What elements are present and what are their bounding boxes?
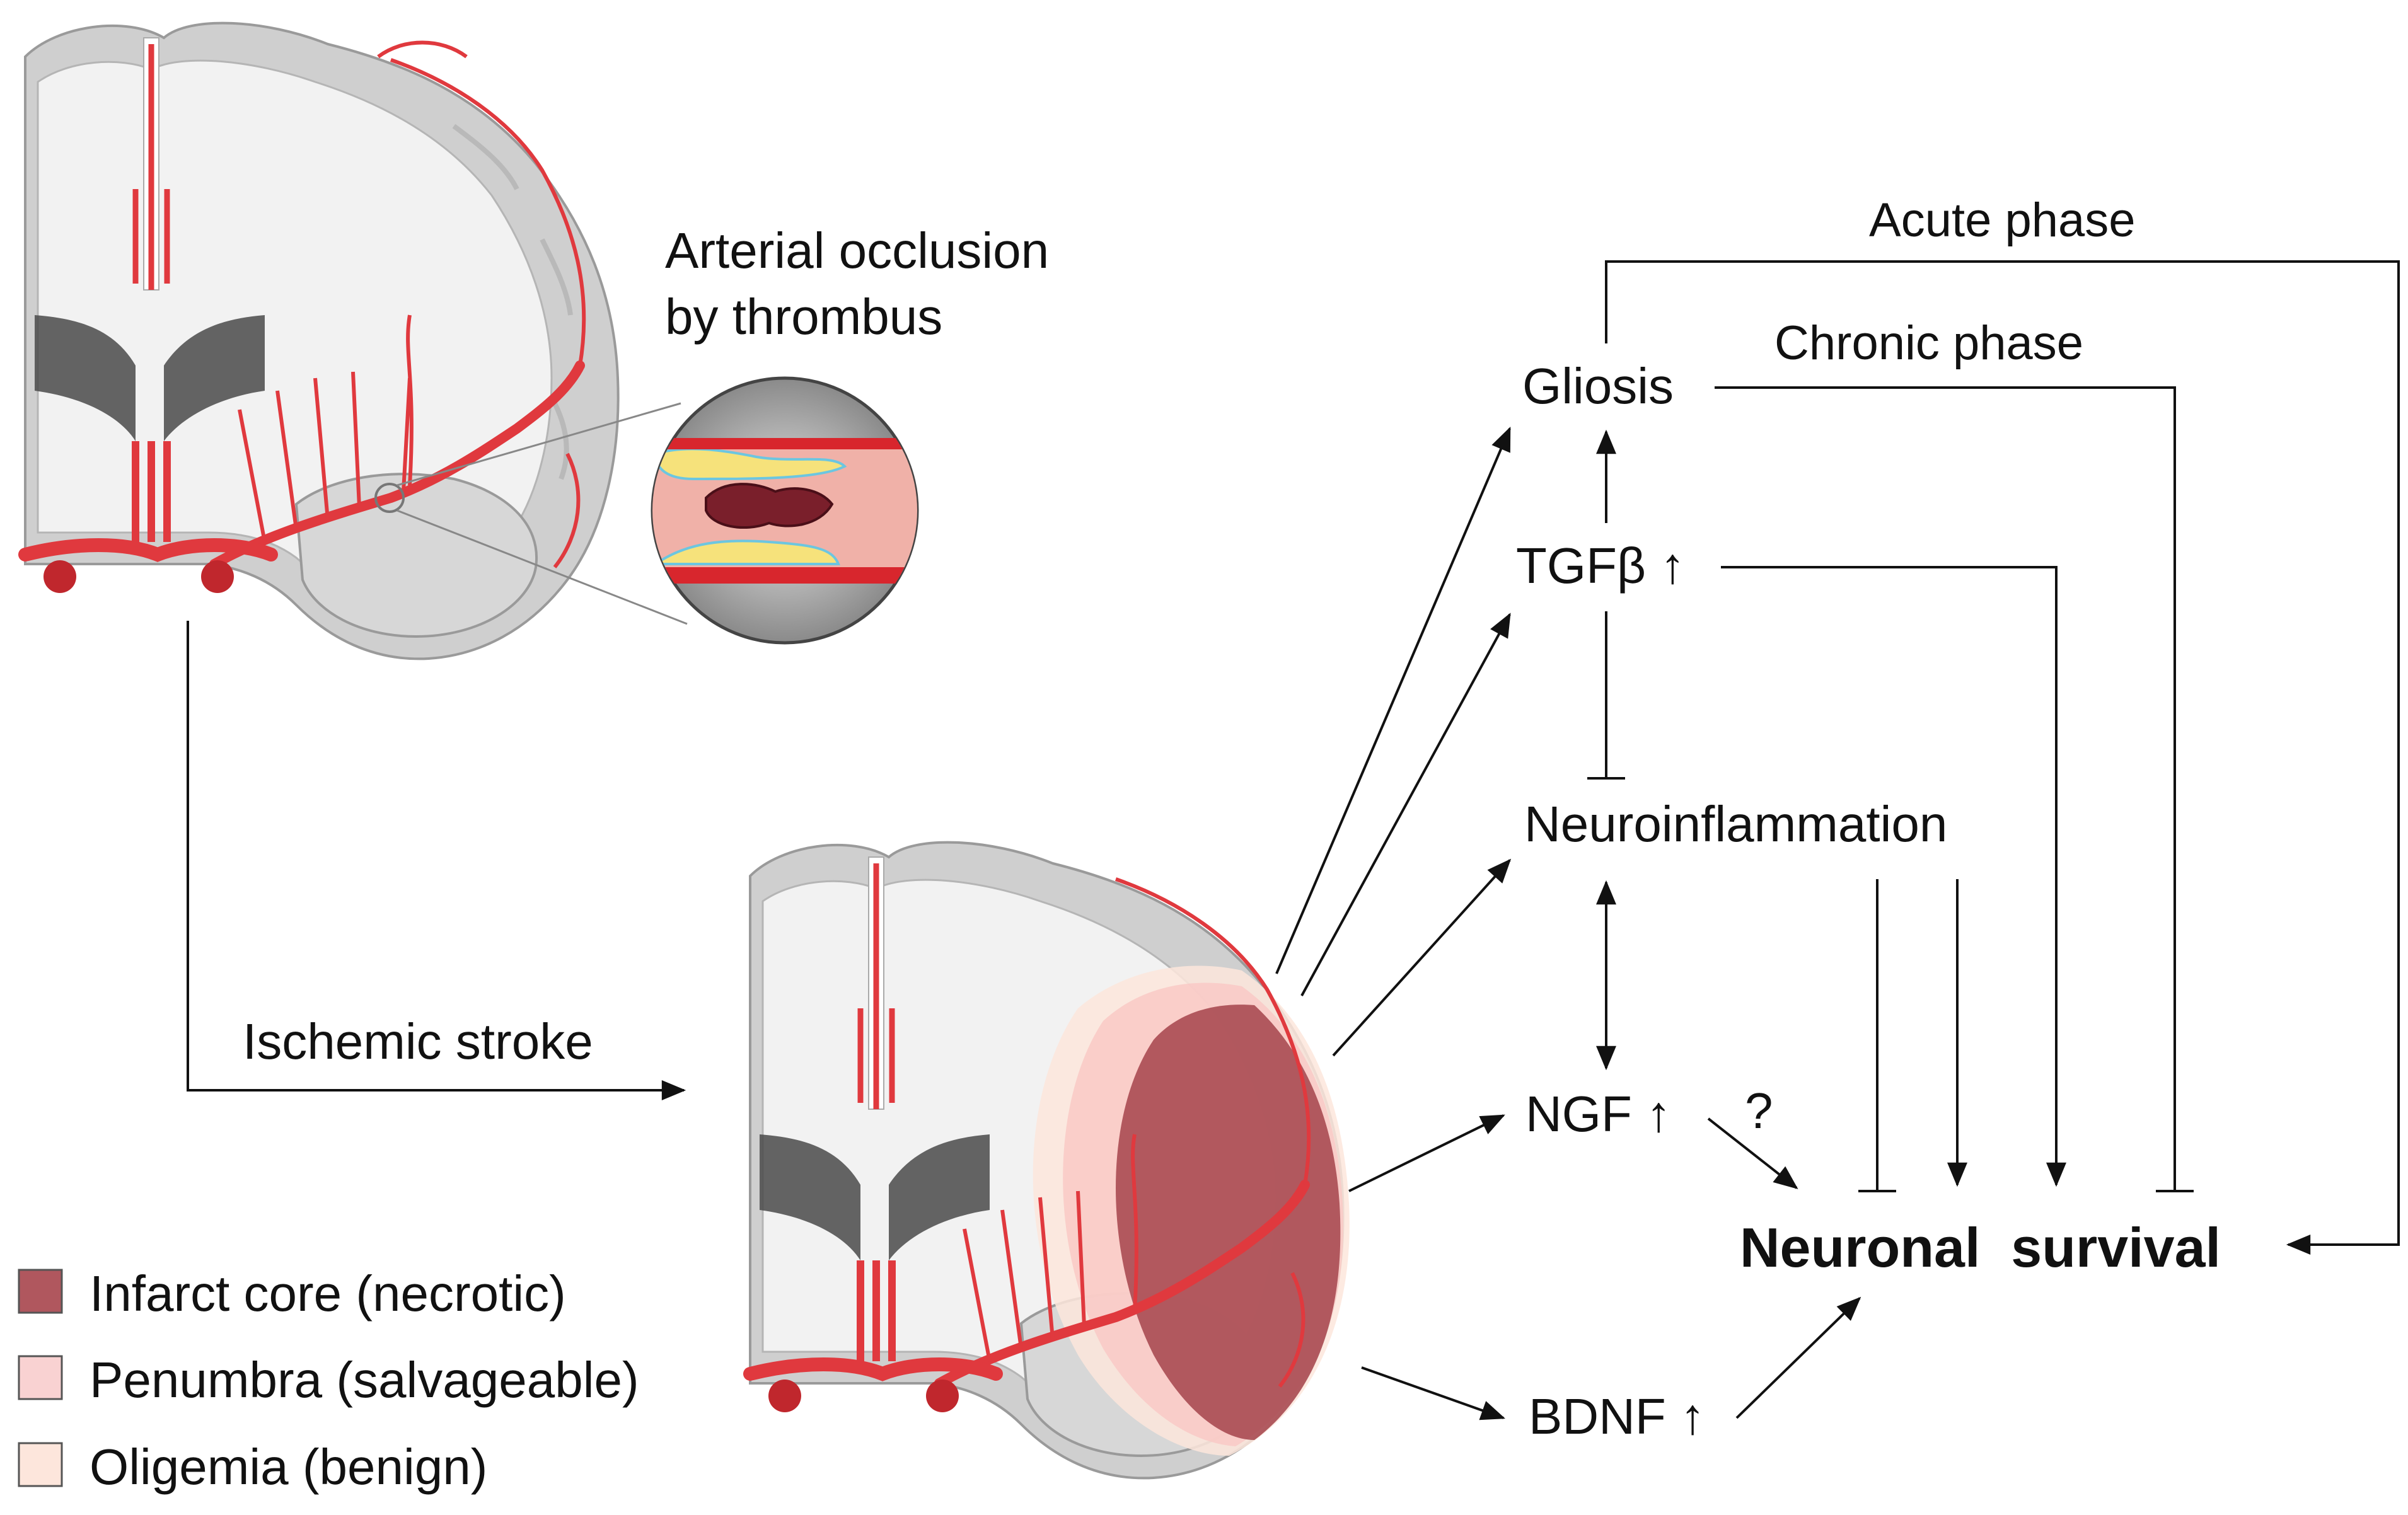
legend-label-penumbra: Penumbra (salvageable) [90, 1352, 639, 1408]
lenticulostriate-arteries [238, 314, 414, 543]
arrow-ngf-to-survival [1707, 1117, 1798, 1189]
arrow-to-gliosis [1275, 427, 1511, 974]
middle-cerebral-artery [209, 360, 585, 569]
neuroinflammation-inhibits-survival [1858, 879, 1896, 1192]
node-gliosis: Gliosis [1522, 358, 1674, 414]
legend-swatch-infarct-core [18, 1269, 63, 1314]
occlusion-site-marker [374, 483, 405, 513]
temporal-lobe [294, 473, 538, 638]
cortical-folds [428, 124, 573, 592]
brain-illustration-infarct [743, 841, 1350, 1480]
occlusion-caption-line2: by thrombus [665, 289, 942, 345]
acute-phase-label: Acute phase [1869, 193, 2136, 247]
thrombus [705, 483, 834, 529]
arrow-to-bdnf [1361, 1366, 1506, 1420]
node-ngf: NGF ↑ [1525, 1086, 1671, 1142]
node-bdnf: BDNF ↑ [1529, 1388, 1705, 1444]
basal-arteries [18, 538, 278, 562]
occlusion-caption-line1: Arterial occlusion [665, 222, 1049, 279]
midline-artery [132, 44, 170, 290]
ventricles [35, 315, 265, 441]
stroke-connector [187, 621, 686, 1100]
legend-label-infarct-core: Infarct core (necrotic) [90, 1265, 566, 1322]
artery-stump [201, 560, 234, 593]
legend-swatch-penumbra [18, 1355, 63, 1400]
arrow-bdnf-to-survival [1735, 1296, 1861, 1419]
brain-illustration-normal [18, 21, 620, 660]
node-question: ? [1745, 1083, 1773, 1139]
legend-label-oligemia: Oligemia (benign) [90, 1439, 487, 1495]
node-tgfb: TGFβ ↑ [1516, 538, 1685, 594]
artery-stump [43, 560, 76, 593]
legend: Infarct core (necrotic) Penumbra (salvag… [18, 1265, 639, 1495]
arrow-to-ngf [1348, 1114, 1505, 1192]
inhibit-neuroinflammation-tgfb [1587, 611, 1625, 780]
chronic-phase-label: Chronic phase [1774, 316, 2083, 370]
thrombus-magnifier [397, 376, 919, 645]
arrow-to-tgfb [1300, 613, 1511, 996]
arrow-to-neuroinflammation [1332, 858, 1512, 1057]
basal-arteries-vertical [132, 441, 171, 542]
infarct-core-zone [1116, 1005, 1341, 1440]
cortical-arteries [377, 40, 586, 568]
legend-swatch-oligemia [18, 1442, 63, 1487]
stroke-label: Ischemic stroke [243, 1013, 593, 1069]
node-neuroinflammation: Neuroinflammation [1524, 796, 1947, 852]
chronic-phase-inhibition [1715, 386, 2194, 1192]
node-neuronal-survival: Neuronal survival [1740, 1216, 2221, 1279]
atheroma [652, 447, 847, 565]
tgfb-to-survival [1721, 566, 2066, 1187]
acute-phase-connector [1605, 260, 2400, 1255]
